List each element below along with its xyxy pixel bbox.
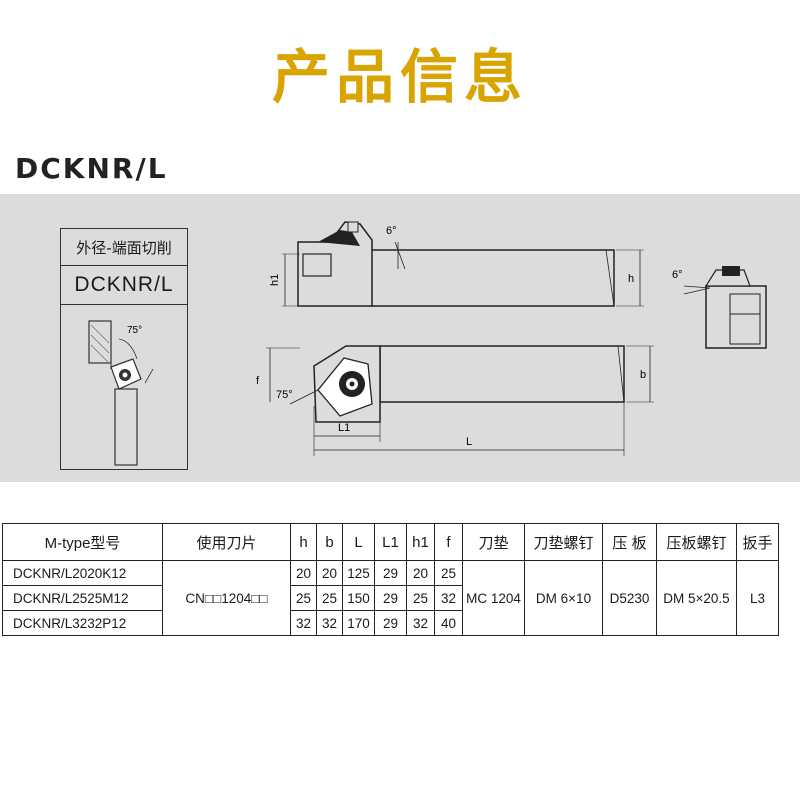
h-label: h bbox=[628, 273, 634, 285]
header-cell: 扳手 bbox=[736, 523, 779, 561]
table-row: DCKNR/L3232P12 32 32 170 29 32 40 bbox=[2, 610, 779, 636]
b-cell: 20 bbox=[316, 560, 343, 586]
L1-cell: 29 bbox=[374, 610, 407, 636]
table-row: DCKNR/L2020K12 CN□□1204□□ 20 20 125 29 2… bbox=[2, 560, 779, 636]
header-cell: 刀垫 bbox=[462, 523, 525, 561]
application-sketch: 75° bbox=[88, 320, 154, 466]
L-label: L bbox=[466, 436, 472, 448]
spec-table: M-type型号 使用刀片 h b L L1 h1 f 刀垫 刀垫螺钉 压 板 … bbox=[2, 523, 779, 636]
h1-cell: 25 bbox=[406, 585, 435, 611]
operation-label: 外径-端面切削 bbox=[61, 229, 187, 266]
model-cell: DCKNR/L2525M12 bbox=[2, 585, 163, 611]
clamp-cell: D5230 bbox=[602, 560, 657, 636]
header-cell: 压板螺钉 bbox=[656, 523, 737, 561]
header-cell: b bbox=[316, 523, 343, 561]
header-cell: f bbox=[434, 523, 463, 561]
header-cell: L bbox=[342, 523, 375, 561]
h-cell: 20 bbox=[290, 560, 317, 586]
table-row: DCKNR/L2525M12 25 25 150 29 25 32 bbox=[2, 585, 779, 611]
application-box: 外径-端面切削 DCKNR/L 75° bbox=[60, 228, 188, 470]
lead-angle-label: 75° bbox=[276, 389, 293, 401]
header-cell: L1 bbox=[374, 523, 407, 561]
shim-cell: MC 1204 bbox=[462, 560, 525, 636]
application-angle-label: 75° bbox=[127, 325, 142, 336]
h1-cell: 20 bbox=[406, 560, 435, 586]
tool-holder-drawing: 6° h1 h 6° f 75° bbox=[256, 221, 767, 456]
header-cell: 压 板 bbox=[602, 523, 657, 561]
wrench-cell: L3 bbox=[736, 560, 779, 636]
b-cell: 25 bbox=[316, 585, 343, 611]
clamp-screw-cell: DM 5×20.5 bbox=[656, 560, 737, 636]
f-cell: 40 bbox=[434, 610, 463, 636]
header-cell: 使用刀片 bbox=[162, 523, 291, 561]
f-cell: 25 bbox=[434, 560, 463, 586]
L-cell: 170 bbox=[342, 610, 375, 636]
model-cell: DCKNR/L3232P12 bbox=[2, 610, 163, 636]
L-cell: 125 bbox=[342, 560, 375, 586]
header-cell: 刀垫螺钉 bbox=[524, 523, 603, 561]
L-cell: 150 bbox=[342, 585, 375, 611]
L1-cell: 29 bbox=[374, 560, 407, 586]
h1-label: h1 bbox=[269, 274, 281, 286]
b-cell: 32 bbox=[316, 610, 343, 636]
table-header-row: M-type型号 使用刀片 h b L L1 h1 f 刀垫 刀垫螺钉 压 板 … bbox=[2, 523, 779, 561]
h-cell: 25 bbox=[290, 585, 317, 611]
h1-cell: 32 bbox=[406, 610, 435, 636]
L1-label: L1 bbox=[338, 422, 350, 434]
insert-cell: CN□□1204□□ bbox=[162, 560, 291, 636]
top-angle-label: 6° bbox=[386, 225, 397, 237]
end-angle-label: 6° bbox=[672, 269, 683, 281]
header-cell: M-type型号 bbox=[2, 523, 163, 561]
L1-cell: 29 bbox=[374, 585, 407, 611]
f-label: f bbox=[256, 375, 260, 387]
f-cell: 32 bbox=[434, 585, 463, 611]
b-label: b bbox=[640, 369, 646, 381]
header-cell: h bbox=[290, 523, 317, 561]
model-heading: DCKNR/L bbox=[15, 152, 168, 185]
header-cell: h1 bbox=[406, 523, 435, 561]
model-cell: DCKNR/L2020K12 bbox=[2, 560, 163, 586]
technical-drawing-panel: 外径-端面切削 DCKNR/L 75° 6° bbox=[0, 194, 800, 482]
shim-screw-cell: DM 6×10 bbox=[524, 560, 603, 636]
h-cell: 32 bbox=[290, 610, 317, 636]
application-model: DCKNR/L bbox=[61, 266, 187, 305]
page-title: 产品信息 bbox=[271, 43, 528, 111]
